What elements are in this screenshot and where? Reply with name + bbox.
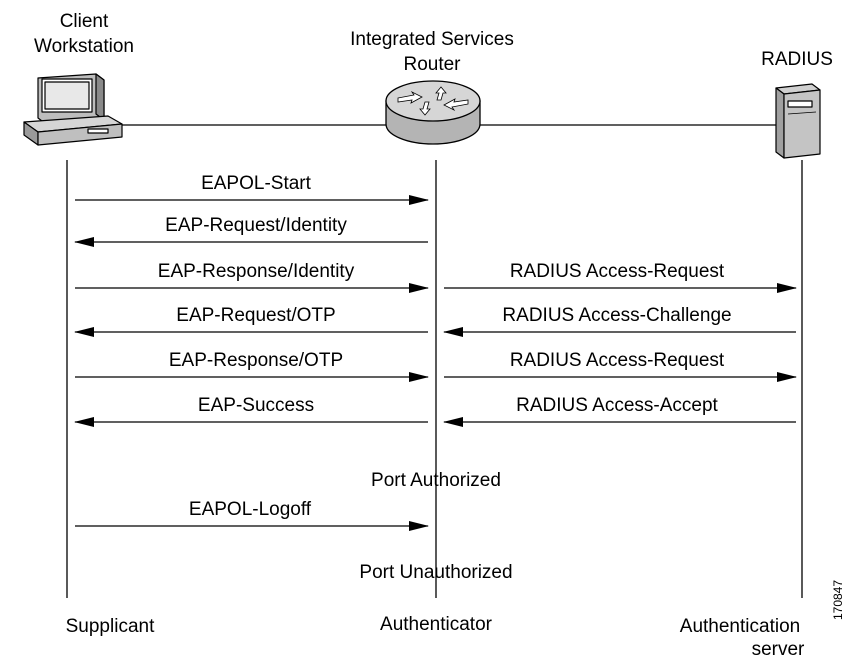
radius-label: RADIUS	[761, 49, 833, 70]
auth-server-label-line1: Authentication	[680, 616, 800, 637]
figure-id: 170847	[831, 580, 845, 620]
supplicant-message-label-3: EAP-Request/OTP	[176, 305, 335, 326]
authenticator-label: Authenticator	[380, 614, 493, 635]
radius-message-label-1: RADIUS Access-Challenge	[502, 305, 731, 326]
radius-message-label-0: RADIUS Access-Request	[510, 261, 725, 282]
router-icon	[385, 80, 481, 145]
router-label-line1: Integrated Services	[350, 29, 514, 50]
port-unauthorized-label: Port Unauthorized	[359, 562, 512, 583]
supplicant-message-label-0: EAPOL-Start	[201, 173, 312, 194]
radius-message-label-3: RADIUS Access-Accept	[516, 395, 718, 416]
port-authorized-label: Port Authorized	[371, 470, 501, 491]
server-icon	[775, 83, 821, 159]
client-label-line1: Client	[60, 11, 109, 32]
message-group: EAPOL-StartEAP-Request/IdentityEAP-Respo…	[74, 173, 797, 427]
supplicant-message-label-4: EAP-Response/OTP	[169, 350, 343, 371]
supplicant-message-label-2: EAP-Response/Identity	[158, 261, 355, 282]
workstation-icon	[23, 73, 123, 146]
supplicant-message-label-5: EAP-Success	[198, 395, 314, 416]
eapol-logoff-label: EAPOL-Logoff	[189, 499, 312, 520]
radius-message-label-2: RADIUS Access-Request	[510, 350, 725, 371]
auth-server-label-line2: server	[752, 639, 805, 660]
client-label-line2: Workstation	[34, 36, 134, 57]
supplicant-label: Supplicant	[66, 616, 155, 637]
supplicant-message-label-1: EAP-Request/Identity	[165, 215, 347, 236]
router-label-line2: Router	[403, 54, 461, 75]
